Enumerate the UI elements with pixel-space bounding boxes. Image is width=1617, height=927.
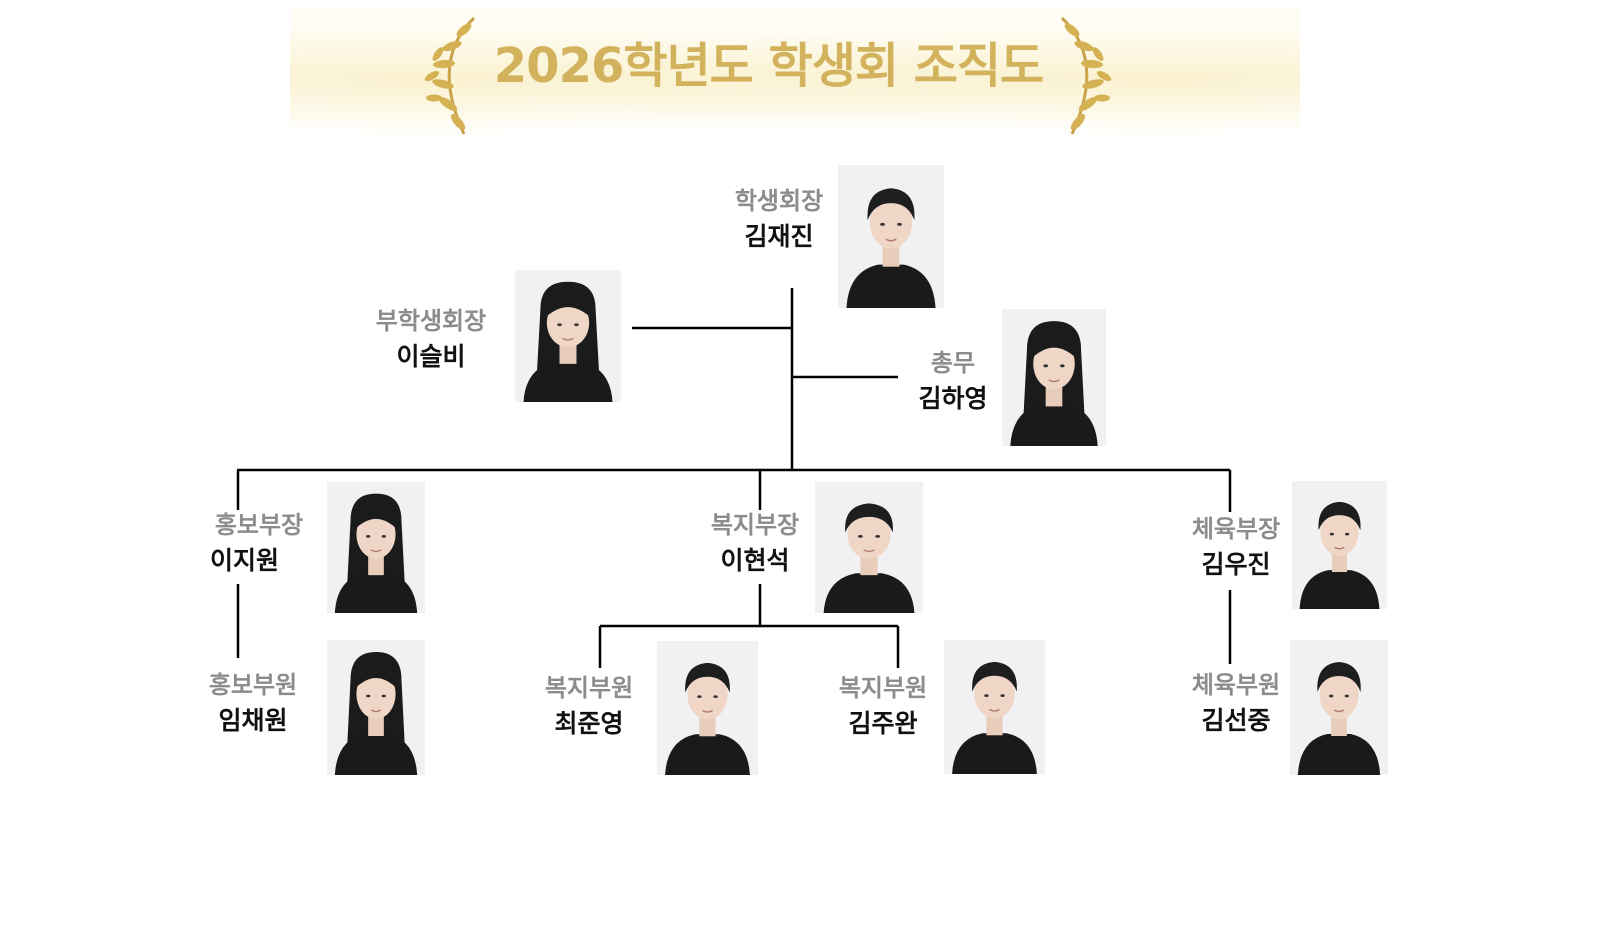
vice-president-photo (515, 270, 621, 402)
sports-head-role: 체육부장 (1191, 515, 1281, 543)
laurel-left-icon (424, 16, 476, 135)
sports-member-label: 체육부원 김선중 (1161, 668, 1311, 740)
welfare-member-2-name: 김주완 (848, 709, 918, 738)
vice-president-role: 부학생회장 (375, 307, 487, 335)
vice-president-name: 이슬비 (396, 342, 466, 371)
secretary-photo (1002, 309, 1106, 446)
sports-member-role: 체육부원 (1191, 671, 1281, 699)
secretary-name: 김하영 (918, 384, 988, 413)
pr-member-role: 홍보부원 (208, 671, 298, 699)
pr-member-label: 홍보부원 임채원 (178, 668, 328, 740)
pr-head-role: 홍보부장 (214, 511, 304, 539)
welfare-member-2-label: 복지부원 김주완 (808, 671, 958, 743)
welfare-member-2-photo (944, 640, 1045, 774)
sports-member-name: 김선중 (1201, 706, 1271, 735)
president-role: 학생회장 (734, 187, 824, 215)
portrait-figure (327, 482, 425, 613)
portrait-figure (944, 640, 1045, 774)
secretary-role: 총무 (930, 349, 976, 377)
portrait-figure (1002, 309, 1106, 446)
portrait-figure (327, 640, 425, 775)
portrait-figure (515, 270, 621, 402)
portrait-figure (1290, 640, 1388, 775)
pr-head-photo (327, 482, 425, 613)
welfare-head-name: 이현석 (720, 546, 790, 575)
laurel-right-icon (1060, 16, 1112, 135)
portrait-figure (838, 165, 944, 308)
welfare-head-label: 복지부장 이현석 (680, 508, 830, 580)
secretary-label: 총무 김하영 (878, 346, 1028, 418)
pr-member-name: 임채원 (218, 706, 288, 735)
pr-head-name: 이지원 (210, 546, 280, 575)
chart-title: 2026학년도 학생회 조직도 (493, 38, 1044, 94)
pr-member-photo (327, 640, 425, 775)
welfare-member-1-role: 복지부원 (544, 674, 634, 702)
sports-head-label: 체육부장 김우진 (1161, 512, 1311, 584)
welfare-member-1-name: 최준영 (554, 709, 624, 738)
president-name: 김재진 (744, 222, 814, 251)
welfare-head-role: 복지부장 (710, 511, 800, 539)
sports-member-photo (1290, 640, 1388, 775)
portrait-figure (815, 482, 923, 613)
president-photo (838, 165, 944, 308)
welfare-member-2-role: 복지부원 (838, 674, 928, 702)
portrait-figure (657, 641, 758, 775)
president-label: 학생회장 김재진 (704, 184, 854, 256)
sports-head-photo (1292, 481, 1387, 609)
pr-head-label: 홍보부장 이지원 (184, 508, 334, 580)
vice-president-label: 부학생회장 이슬비 (356, 304, 506, 376)
welfare-member-1-label: 복지부원 최준영 (514, 671, 664, 743)
welfare-head-photo (815, 482, 923, 613)
sports-head-name: 김우진 (1201, 550, 1271, 579)
welfare-member-1-photo (657, 641, 758, 775)
portrait-figure (1292, 481, 1387, 609)
